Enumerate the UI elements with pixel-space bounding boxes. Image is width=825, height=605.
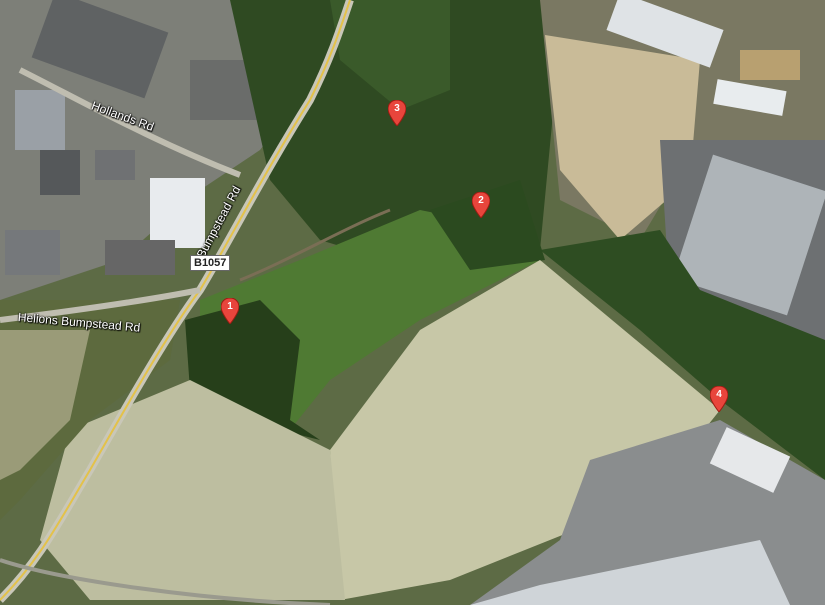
road-shield-b1057: B1057: [190, 255, 231, 271]
marker-pin-icon: [388, 100, 406, 126]
map-marker-3[interactable]: 3: [388, 100, 406, 126]
map-marker-2[interactable]: 2: [472, 192, 490, 218]
map-marker-4[interactable]: 4: [710, 386, 728, 412]
marker-pin-icon: [221, 298, 239, 324]
marker-pin-icon: [472, 192, 490, 218]
marker-number: 3: [394, 103, 400, 114]
marker-pin-icon: [710, 386, 728, 412]
marker-number: 1: [227, 301, 233, 312]
marker-number: 2: [478, 195, 484, 206]
marker-number: 4: [716, 389, 722, 400]
map-marker-1[interactable]: 1: [221, 298, 239, 324]
